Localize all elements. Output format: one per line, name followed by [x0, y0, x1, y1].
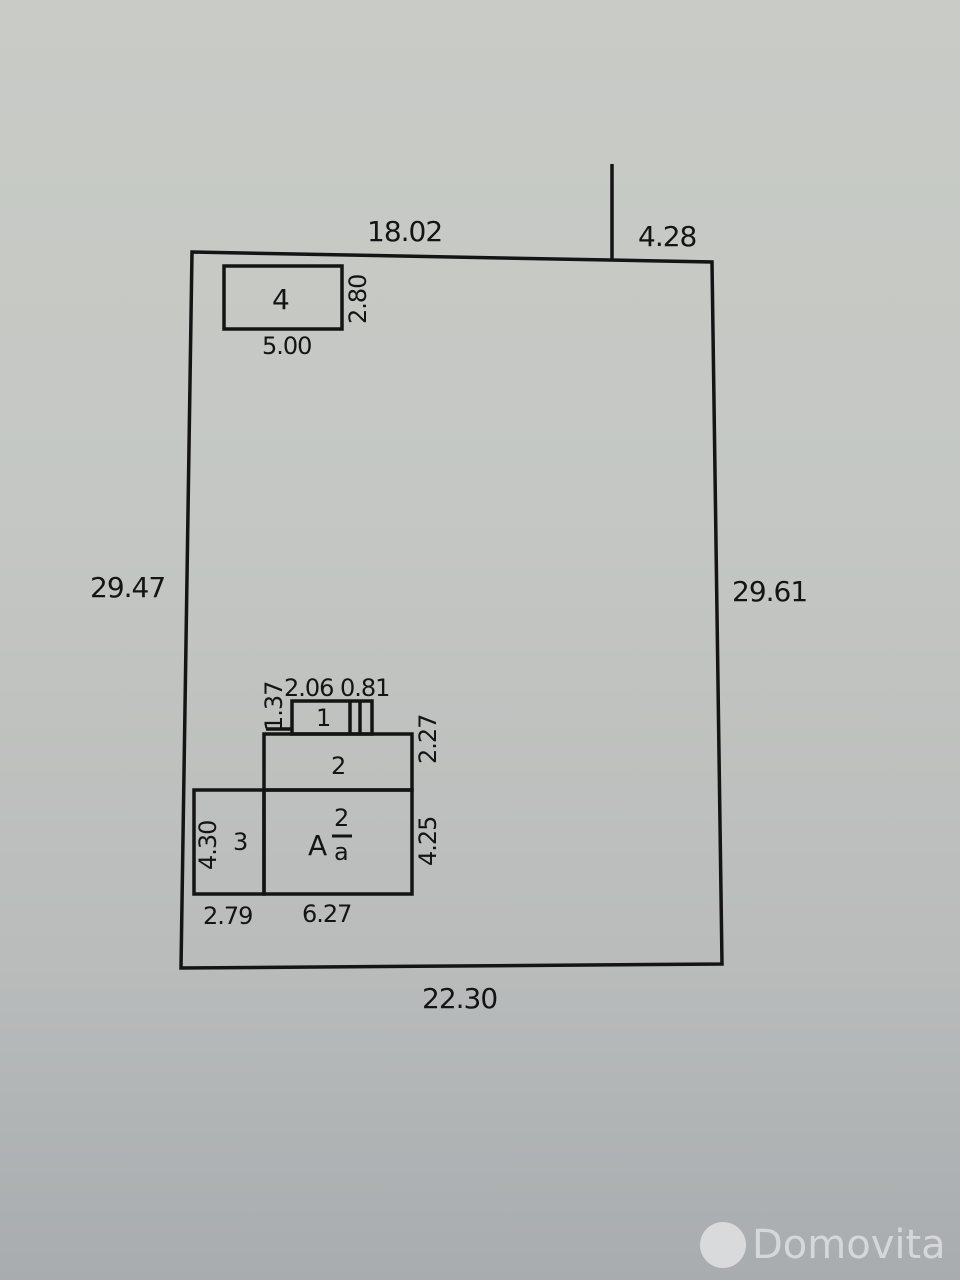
dim-building-1-width-a: 2.06 — [284, 674, 334, 702]
domovita-logo-icon — [700, 1222, 746, 1268]
watermark-text: Domovita — [752, 1222, 946, 1268]
dim-building-3-depth: 4.30 — [194, 820, 222, 870]
building-1-label: 1 — [316, 704, 331, 732]
building-2-label: 2 — [331, 752, 346, 780]
building-4-label: 4 — [272, 283, 290, 316]
dim-main-house-depth: 4.25 — [414, 816, 442, 866]
dim-building-4-depth: 2.80 — [344, 274, 372, 324]
dim-building-1-width-b: 0.81 — [340, 674, 390, 702]
plot-boundary — [179, 250, 724, 970]
dim-left-side: 29.47 — [90, 571, 166, 604]
dim-top-left-segment: 18.02 — [367, 215, 443, 248]
building-3-label: 3 — [233, 828, 248, 856]
building-3-outline — [192, 788, 266, 896]
main-house-denominator: а — [334, 838, 349, 866]
dim-building-3-width: 2.79 — [203, 902, 253, 930]
dim-building-1-depth: 1.37 — [260, 681, 288, 731]
dim-main-house-width: 6.27 — [302, 900, 352, 928]
main-house-numerator: 2 — [334, 804, 349, 832]
dim-right-side: 29.61 — [732, 575, 808, 608]
dim-building-2-depth: 2.27 — [414, 714, 442, 764]
domovita-watermark: Domovita — [700, 1220, 946, 1270]
dim-top-right-segment: 4.28 — [638, 220, 697, 253]
dim-bottom-side: 22.30 — [422, 982, 498, 1015]
main-house-letter: А — [308, 829, 327, 862]
building-4-outline — [222, 264, 344, 331]
dim-building-4-width: 5.00 — [262, 332, 312, 360]
